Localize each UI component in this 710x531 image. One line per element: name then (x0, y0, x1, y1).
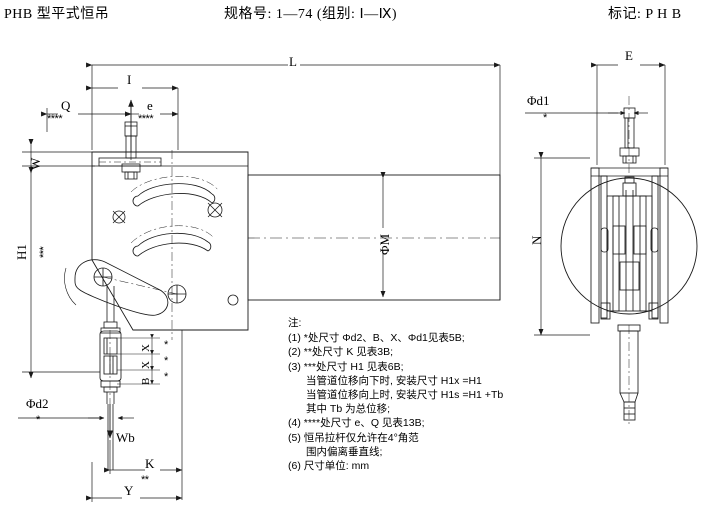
dim-label-X1: X (140, 344, 152, 352)
drawing-header: PHB 型平式恒吊 规格号: 1—74 (组别: Ⅰ—Ⅸ) 标记: P H B (0, 0, 710, 30)
dim-label-W: W (28, 157, 43, 170)
dim-marker-B: * (164, 371, 168, 383)
note-item-5a: 围内偏离垂直线; (306, 445, 383, 458)
dim-line-L (86, 62, 501, 300)
side-view-roller-carriage (600, 176, 659, 320)
dim-line-I (86, 85, 179, 150)
dim-label-Q: Q (61, 98, 71, 113)
dim-marker-Q: **** (47, 113, 63, 125)
dim-label-L: L (289, 54, 297, 69)
dim-label-Phid1: Φd1 (527, 93, 550, 108)
dim-label-H1: H1 (14, 244, 29, 260)
spring-cylinder-body (247, 174, 501, 301)
side-view-top-bolt (619, 107, 640, 164)
dim-label-I: I (127, 72, 132, 87)
note-item-5: (5) 恒吊拉杆仅允许在4°角范 (288, 431, 419, 444)
connecting-rod-upper (100, 286, 121, 334)
connecting-rod-lower (106, 392, 115, 470)
header-title-left: PHB 型平式恒吊 (4, 7, 110, 22)
dim-line-H1 (22, 152, 100, 379)
dim-label-e: e (147, 98, 153, 113)
header-mark-code: 标记: P H B (608, 7, 682, 22)
dim-marker-Phid2: * (36, 414, 40, 426)
top-mount-plate (98, 157, 162, 167)
curved-slot-upper (130, 176, 219, 207)
dim-label-PhiM: ΦM (377, 233, 392, 255)
dim-label-B: B (140, 377, 152, 385)
dim-label-K: K (145, 456, 155, 471)
dim-marker-Phid1: * (543, 112, 547, 124)
bolt-hole-small-left (112, 210, 126, 224)
dim-line-K (104, 330, 183, 500)
dim-marker-e: **** (138, 113, 154, 125)
dim-line-E (591, 62, 666, 165)
note-item-3a: 当管道位移向下时, 安装尺寸 H1x =H1 (306, 374, 482, 387)
dim-line-Y (86, 462, 183, 502)
dim-label-X2: X (140, 361, 152, 369)
notes-title: 注: (288, 317, 302, 329)
dim-marker-K: ** (141, 474, 149, 486)
bolt-hole-small-right (207, 202, 223, 218)
top-hanger-bolt (121, 121, 141, 180)
plate-lower-pin (227, 294, 239, 306)
curved-slot-lower (130, 225, 215, 257)
header-spec-number: 规格号: 1—74 (组别: Ⅰ—Ⅸ) (224, 7, 398, 22)
bracket-plate (91, 151, 249, 331)
note-item-3c: 其中 Tb 为总位移; (306, 403, 391, 416)
pivot-link-arm (64, 259, 187, 316)
dim-marker-X2: * (164, 355, 168, 367)
dim-lines-XXB (117, 334, 160, 385)
turnbuckle-assembly (99, 330, 122, 393)
dim-label-Y: Y (124, 483, 134, 498)
dim-label-N: N (529, 235, 544, 245)
dim-label-E: E (625, 48, 633, 63)
dim-marker-H1: *** (38, 246, 50, 258)
side-view-cylinder-circle (560, 177, 698, 315)
dim-label-Wb: Wb (116, 430, 135, 445)
dim-marker-X1: * (164, 339, 168, 351)
notes-block: 注: (1) *处尺寸 Φd2、B、X、Φd1见表5B; (2) **处尺寸 K… (288, 316, 528, 473)
dim-label-Phid2: Φd2 (26, 396, 49, 411)
dim-line-N (534, 152, 590, 336)
side-view-lower-rod (617, 324, 641, 424)
note-item-1: (1) *处尺寸 Φd2、B、X、Φd1见表5B; (288, 332, 465, 345)
note-item-3b: 当管道位移向上时, 安装尺寸 H1s =H1 +Tb (306, 389, 504, 402)
side-view-frame (590, 167, 669, 324)
note-item-3: (3) ***处尺寸 H1 见表6B; (288, 360, 404, 373)
note-item-2: (2) **处尺寸 K 见表3B; (288, 346, 394, 359)
note-item-4: (4) ****处尺寸 e、Q 见表13B; (288, 417, 425, 430)
note-item-6: (6) 尺寸单位: mm (288, 460, 370, 473)
